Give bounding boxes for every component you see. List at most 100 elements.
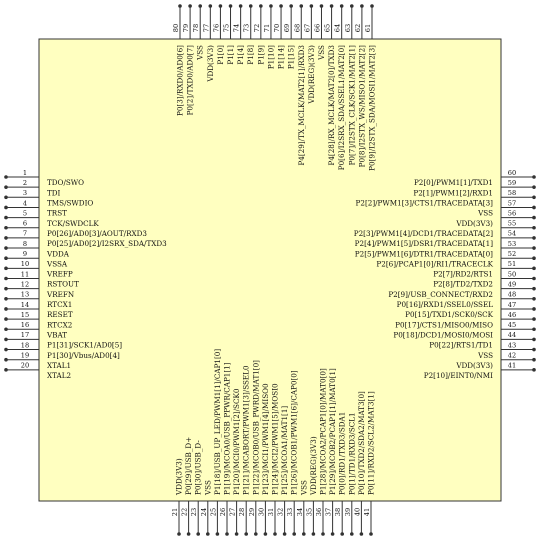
pin-dot (340, 532, 345, 536)
pin-number: 62 (354, 24, 362, 32)
pin-number: 42 (508, 352, 516, 360)
pin-label: P1[25]/MCOA1/MAT1[1] (280, 406, 289, 495)
pin-number: 45 (508, 321, 516, 329)
pin-label: P2[4]/PWM1[5]/DSR1/TRACEDATA[1] (355, 239, 494, 248)
pin-dot (218, 4, 223, 8)
pin-number: 35 (305, 508, 313, 516)
pin-dot (4, 256, 8, 261)
pin-dot (228, 4, 233, 8)
pin-dot (369, 532, 373, 536)
pin-label: P0[17]/CTS1/MISO0/MISO (395, 320, 493, 329)
pin-label: XTAL2 (47, 371, 71, 380)
pin-dot (359, 532, 364, 536)
pin-dot (532, 327, 536, 332)
pin-number: 61 (364, 24, 372, 32)
pin-label: P1[1] (226, 45, 235, 65)
pin-label: P1[30]/Vbus/AD0[4] (47, 351, 120, 360)
pin-dot (4, 236, 8, 240)
pin-number: 16 (21, 321, 29, 329)
pin-label: P1[21]/MCABORT/PWM1[3]/SSEL0 (242, 365, 251, 495)
pin-label: TDO/SWO (47, 178, 84, 187)
pin-number: 34 (296, 508, 304, 516)
pin-dot (370, 4, 374, 8)
pin-dot (532, 307, 536, 311)
pin-number: 53 (508, 240, 516, 248)
pin-label: TRST (47, 209, 67, 218)
pin-label: P0[11]/RXD2/SCL2/MAT3[1] (367, 391, 376, 495)
pin-dot (532, 347, 536, 352)
pin-dot (321, 532, 325, 536)
pin-number: 31 (267, 508, 275, 516)
pin-number: 74 (233, 24, 241, 32)
pin-number: 32 (277, 508, 285, 516)
pin-dot (4, 205, 8, 210)
pin-number: 79 (182, 24, 190, 32)
pin-label: RTCX2 (47, 320, 72, 329)
pin-number: 38 (334, 508, 342, 516)
pin-label: P0[25]/AD0[2]/I2SRX_SDA/TXD3 (47, 239, 167, 248)
pin-label: P1[19]/MCOA0/USB_PPWR/CAP1[1] (223, 362, 232, 495)
pin-number: 30 (257, 508, 265, 516)
pin-dot (208, 4, 213, 8)
pin-dot (299, 4, 304, 8)
pin-dot (532, 317, 536, 321)
pin-dot (186, 532, 191, 536)
pin-number: 17 (21, 331, 29, 339)
pin-number: 41 (363, 508, 371, 516)
pin-label: P2[3]/PWM1[4]/DCD1/TRACEDATA[2] (354, 229, 493, 238)
pin-label: P0[16]/RXD1/SSEL0/SSEL (397, 300, 494, 309)
pin-label: P2[7]/RD2/RTS1 (433, 270, 493, 279)
pin-number: 10 (21, 260, 29, 268)
pin-label: P0[10]/TXD2/SDA2/MAT3[0] (357, 391, 366, 495)
pin-label: P0[26]/AD0[3]/AOUT/RXD3 (47, 229, 147, 238)
pin-label: P1[29]/MCOB2/PCAP1[1]/MAT0[1] (328, 368, 337, 495)
pin-number: 68 (293, 24, 301, 32)
pin-dot (4, 246, 8, 250)
pin-number: 28 (238, 508, 246, 516)
pin-dot (350, 532, 354, 536)
pin-number: 70 (273, 24, 281, 32)
pin-number: 2 (23, 179, 27, 187)
pin-number: 6 (23, 220, 27, 228)
pin-number: 19 (21, 352, 29, 360)
pin-dot (238, 4, 243, 8)
pin-dot (309, 4, 314, 8)
pin-dot (259, 4, 263, 8)
pin-dot (4, 175, 8, 179)
pin-dot (4, 225, 8, 230)
pin-dot (532, 337, 536, 342)
pin-label: P2[1]/PWM1[2]/RXD1 (413, 188, 493, 197)
pin-label: VSS (477, 351, 493, 360)
pin-number: 77 (202, 24, 210, 32)
pin-dot (532, 286, 536, 291)
pin-dot (263, 532, 268, 536)
pin-label: P1[20]/MCI0/PWM1[2]/SCK0 (232, 388, 241, 495)
pin-label: P1[0] (216, 45, 225, 65)
pin-number: 5 (23, 209, 27, 217)
chip-body (38, 38, 502, 502)
pin-label: VSS (317, 45, 326, 61)
pin-label: P1[4] (236, 45, 245, 65)
pin-number: 1 (23, 169, 27, 177)
pin-label: RSTOUT (47, 280, 79, 289)
pin-label: TDI (47, 188, 61, 197)
pin-dot (206, 532, 210, 536)
pin-dot (269, 4, 273, 8)
pin-label: P1[31]/SCK1/AD0[5] (47, 341, 122, 350)
pin-dot (532, 368, 536, 372)
pin-number: 18 (21, 341, 29, 349)
pin-dot (532, 357, 536, 362)
pin-dot (234, 532, 239, 536)
pin-number: 52 (508, 250, 516, 258)
pin-dot (196, 532, 200, 536)
pin-label: VSS (203, 480, 212, 496)
pin-number: 75 (223, 24, 231, 32)
pin-dot (330, 532, 335, 536)
pin-label: P1[28]/MCOA2/PCAP1[0]/MAT0[0] (319, 368, 328, 495)
pin-number: 47 (508, 301, 516, 309)
pin-dot (4, 337, 8, 342)
pin-dot (349, 4, 354, 8)
pin-number: 44 (508, 331, 516, 339)
pin-number: 3 (23, 189, 27, 197)
